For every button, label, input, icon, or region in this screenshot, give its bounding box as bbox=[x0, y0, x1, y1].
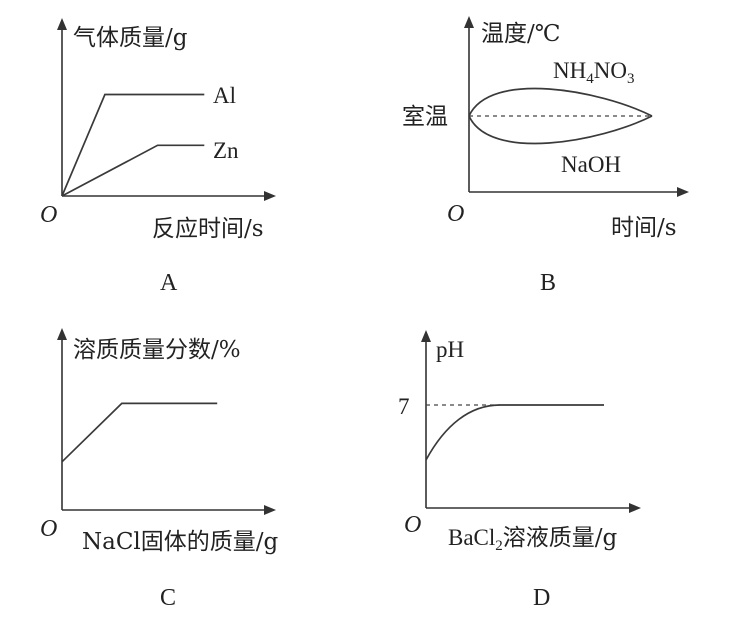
panel-a-label-zn: Zn bbox=[213, 138, 239, 163]
panel-c-origin: O bbox=[40, 516, 57, 542]
panel-b: 温度/℃ 时间/s O 室温 NH4NO3 NaOH B bbox=[402, 16, 689, 296]
panel-b-label-naoh: NaOH bbox=[561, 152, 621, 177]
panel-a-xlabel: 反应时间/s bbox=[152, 216, 264, 242]
panel-d-ylabel: pH bbox=[436, 337, 464, 362]
panel-b-x-arrow bbox=[677, 187, 689, 197]
panel-b-series-naoh bbox=[468, 115, 653, 145]
panel-c-ylabel: 溶质质量分数/% bbox=[73, 337, 241, 363]
panel-d-y-arrow bbox=[421, 330, 431, 342]
panel-d-origin: O bbox=[404, 512, 421, 538]
panel-a-origin: O bbox=[40, 202, 57, 228]
panel-c-series bbox=[61, 402, 218, 463]
panel-d: pH BaCl2溶液质量/g O 7 D bbox=[398, 330, 641, 611]
panel-c-caption: C bbox=[160, 585, 176, 611]
panel-a-x-arrow bbox=[264, 191, 276, 201]
panel-d-ph7-label: 7 bbox=[398, 394, 410, 419]
panel-d-series bbox=[425, 404, 604, 461]
panel-a-series-zn bbox=[61, 144, 205, 197]
panel-a-y-arrow bbox=[57, 18, 67, 30]
panel-b-ylabel: 温度/℃ bbox=[481, 21, 560, 47]
panel-a-series-al bbox=[61, 93, 205, 197]
panel-c-xlabel: NaCl固体的质量/g bbox=[82, 529, 279, 555]
panel-a-ylabel: 气体质量/g bbox=[73, 25, 188, 51]
panel-a: 气体质量/g 反应时间/s O Al Zn A bbox=[40, 18, 276, 296]
panel-d-caption: D bbox=[533, 585, 550, 611]
panel-c-y-arrow bbox=[57, 328, 67, 340]
panel-b-caption: B bbox=[540, 270, 556, 296]
panel-c: 溶质质量分数/% NaCl固体的质量/g O C bbox=[40, 328, 279, 611]
panel-b-label-nh4no3: NH4NO3 bbox=[553, 58, 634, 87]
panel-d-x-arrow bbox=[629, 503, 641, 513]
panel-b-series-nh4no3 bbox=[468, 87, 653, 117]
panel-b-room-temp-label: 室温 bbox=[402, 104, 448, 130]
panel-a-label-al: Al bbox=[213, 83, 236, 108]
panel-c-x-arrow bbox=[264, 505, 276, 515]
panel-b-xlabel: 时间/s bbox=[611, 215, 677, 241]
panel-b-y-arrow bbox=[464, 16, 474, 28]
panel-d-xlabel: BaCl2溶液质量/g bbox=[448, 525, 618, 554]
panel-a-caption: A bbox=[160, 270, 178, 296]
panel-b-origin: O bbox=[447, 201, 464, 227]
